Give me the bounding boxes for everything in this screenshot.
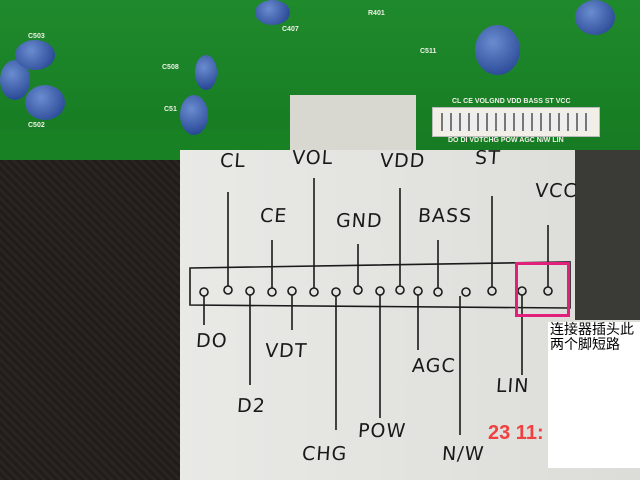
silkscreen-bottom: DO DI VDTCHG POW AGC N/W LIN: [448, 137, 564, 144]
silk-label: C502: [28, 122, 45, 129]
label-gnd: GND: [335, 210, 384, 232]
date-stamp: 23 11:: [488, 422, 544, 444]
background-shadow: [575, 150, 640, 320]
capacitor: [15, 40, 55, 70]
shorted-pins-highlight: [515, 262, 570, 317]
capacitor: [195, 55, 217, 90]
label-st: ST: [474, 147, 502, 169]
capacitor: [575, 0, 615, 35]
label-nw: N/W: [441, 443, 486, 465]
label-vcc: VCC: [534, 180, 579, 202]
connector-outline: [189, 261, 571, 309]
silk-label: C51: [164, 106, 177, 113]
label-cl: CL: [219, 150, 247, 172]
silk-label: C407: [282, 26, 299, 33]
label-d2: D2: [236, 395, 267, 417]
connector: [432, 107, 600, 137]
label-lin: LIN: [495, 375, 531, 397]
annotation-note: 连接器插头此两个脚短路: [548, 322, 640, 468]
pin-circles: [199, 285, 553, 297]
label-do: DO: [195, 330, 229, 352]
capacitor: [25, 85, 65, 120]
leader-lines: [203, 178, 549, 435]
silkscreen-top: CL CE VOLGND VDD BASS ST VCC: [452, 98, 571, 105]
label-agc: AGC: [411, 355, 457, 377]
label-pow: POW: [357, 420, 407, 442]
capacitor: [255, 0, 290, 25]
silk-label: R401: [368, 10, 385, 17]
label-bass: BASS: [417, 205, 473, 227]
silk-label: C511: [420, 48, 437, 55]
label-vol: VOL: [291, 147, 334, 169]
label-vdd: VDD: [379, 150, 427, 172]
fabric-background: [0, 160, 190, 480]
label-vdt: VDT: [264, 340, 309, 362]
connector-pins: [441, 113, 591, 131]
silk-label: C508: [162, 64, 179, 71]
capacitor: [475, 25, 520, 75]
silk-label: C503: [28, 33, 45, 40]
label-chg: CHG: [301, 443, 349, 465]
label-ce: CE: [259, 205, 289, 227]
capacitor: [180, 95, 208, 135]
